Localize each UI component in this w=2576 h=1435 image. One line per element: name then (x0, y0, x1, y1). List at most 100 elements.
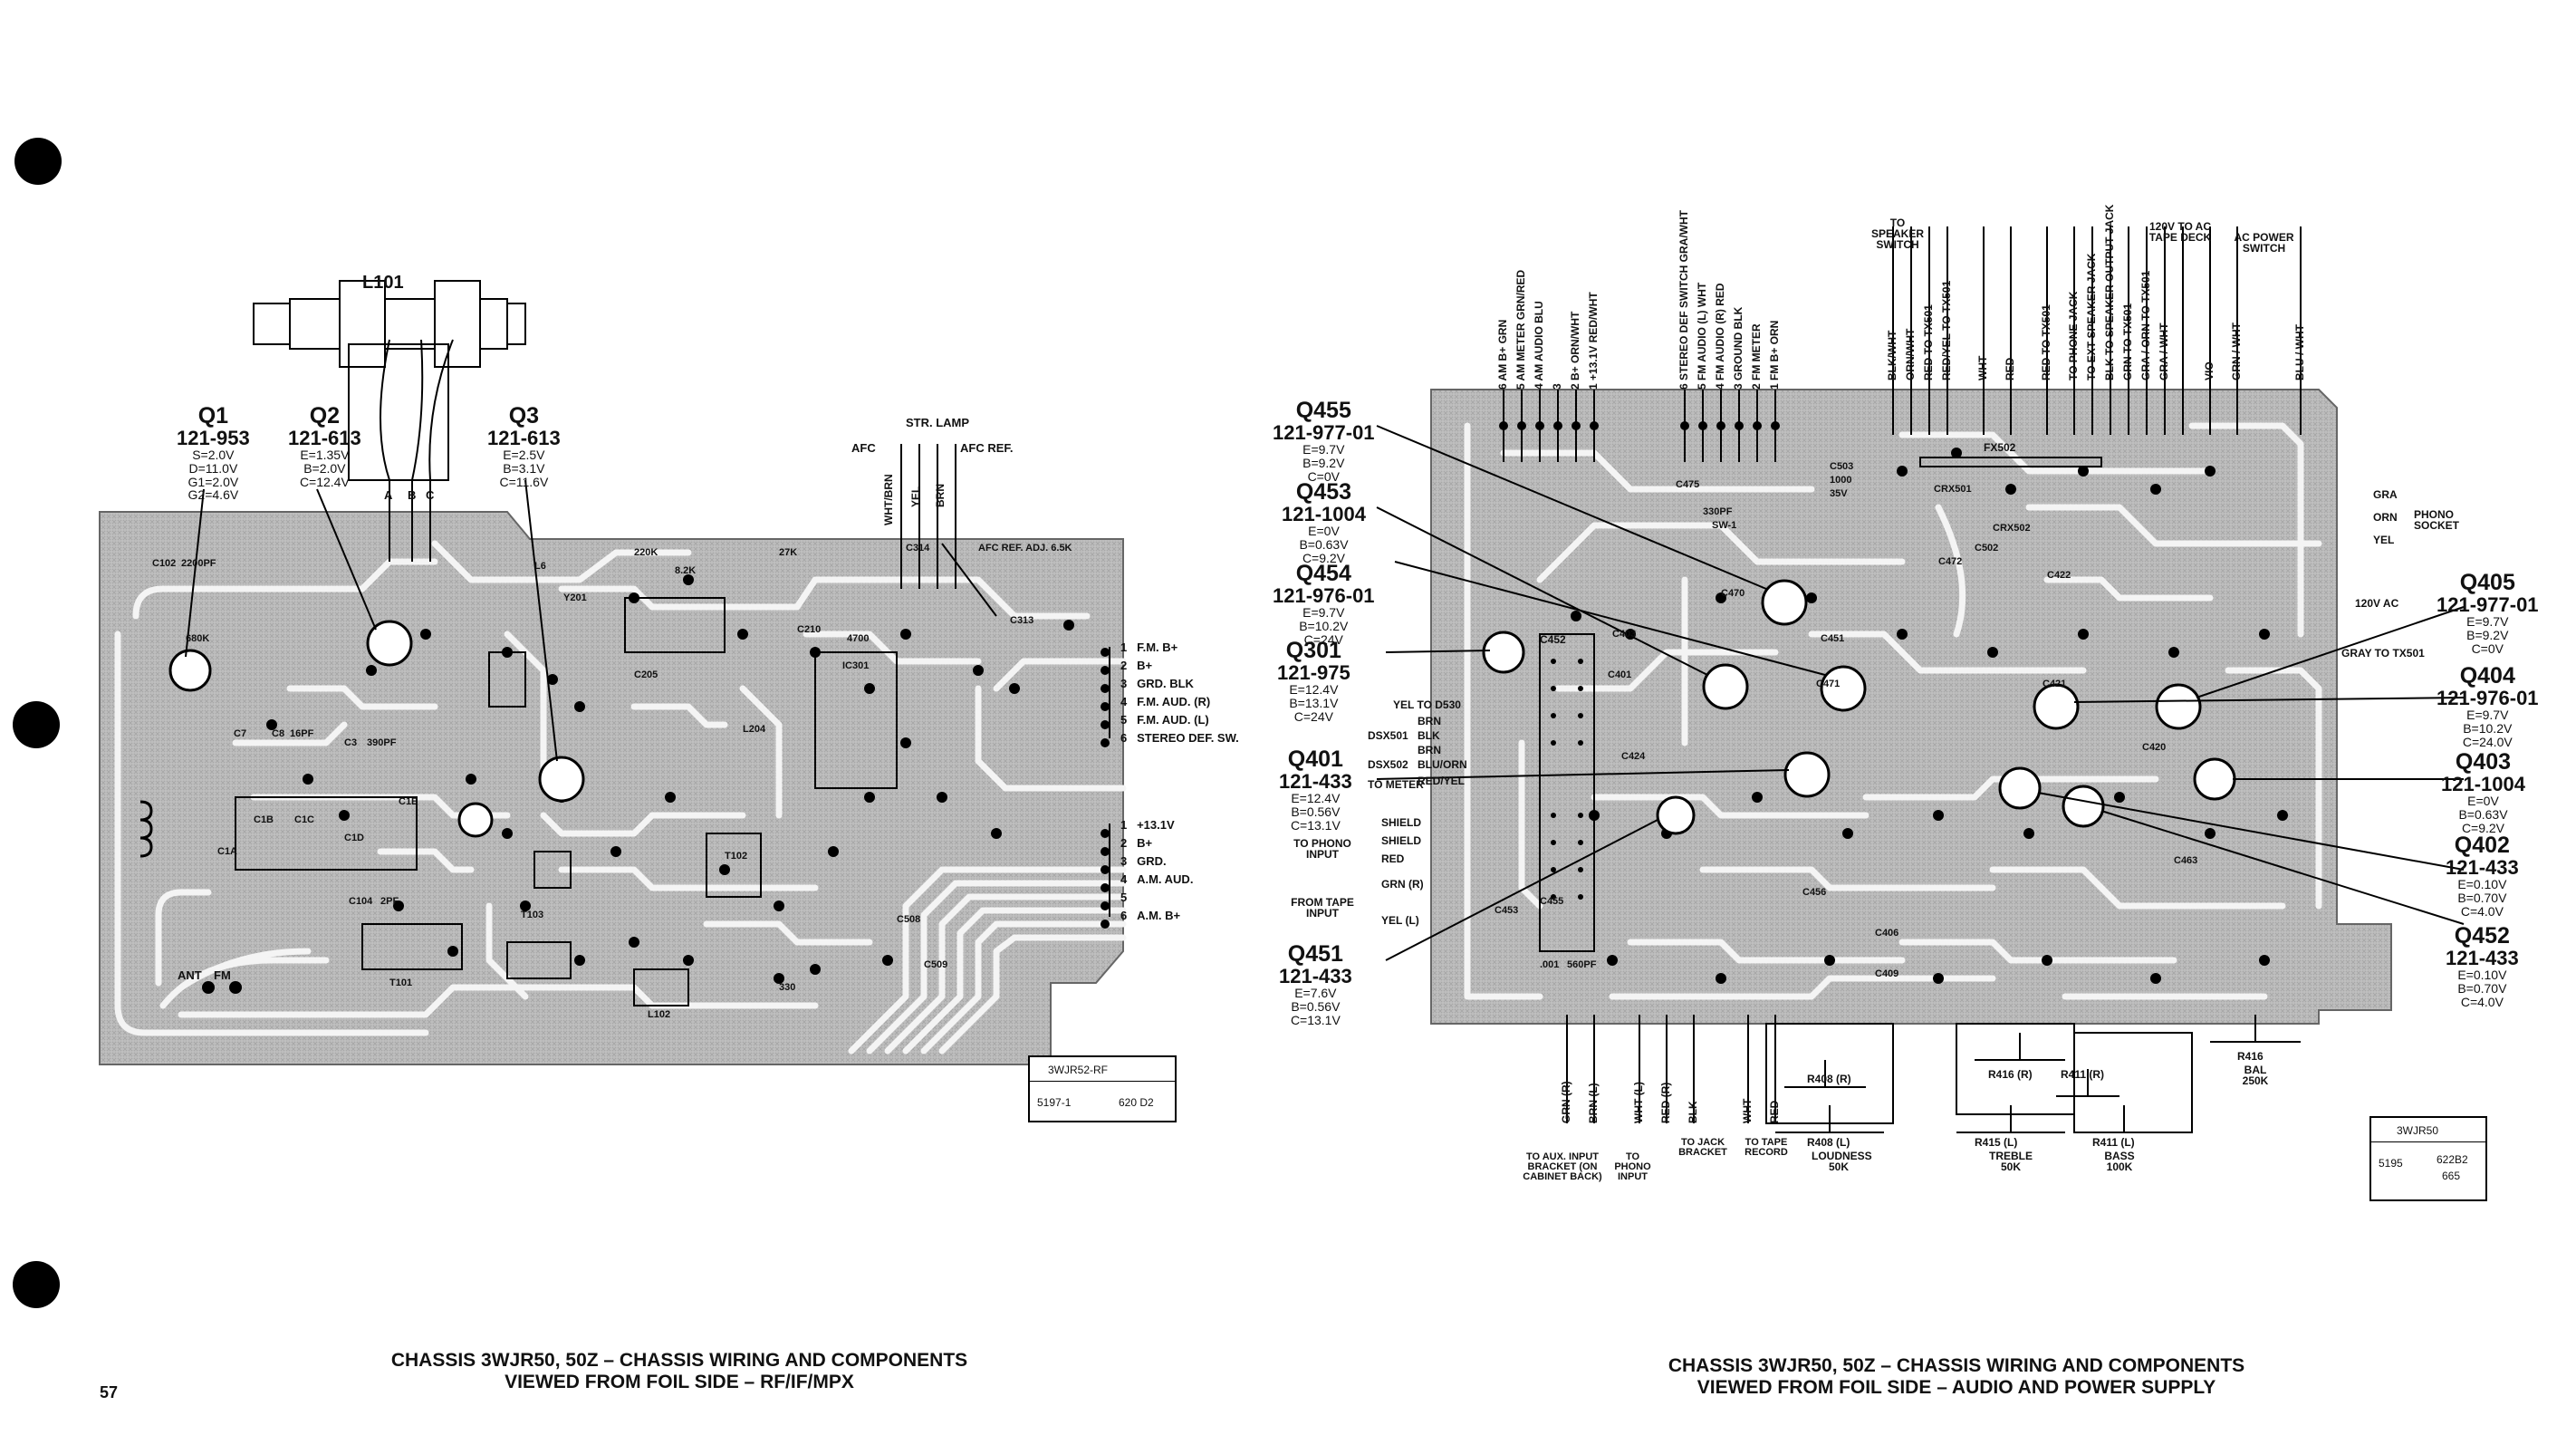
q402-name: Q402 (2454, 833, 2510, 858)
top-wire-label: BLU / WHT (2293, 324, 2306, 380)
top-wire-label: WHT (1976, 355, 1989, 380)
stamp-number: 665 (2442, 1170, 2461, 1182)
q454-voltage: C=24V (1303, 631, 1343, 647)
component-label: C406 (1875, 928, 1899, 939)
connector-1-pin: 2 B+ (1120, 659, 1153, 672)
wire-label: YEL (L) (1381, 914, 1419, 927)
component-label: C313 (1010, 615, 1034, 626)
wire-label: GRN (R) (1381, 878, 1424, 891)
component-label: C420 (2142, 742, 2167, 753)
top-wire-label: GRN / WHT (2230, 323, 2243, 380)
component-label: C502 (1975, 543, 1999, 554)
top-wire-label: 3 GROUND BLK (1732, 306, 1745, 390)
connector-2-pin: 3 GRD. (1120, 854, 1167, 868)
q452-part: 121-433 (2446, 947, 2519, 970)
top-wire-label: VIO (2203, 361, 2216, 380)
wire-label-orn: ORN (2373, 511, 2398, 524)
control-r411r: R411 (R) (2061, 1068, 2105, 1081)
component-label: .001 (1540, 959, 1560, 970)
transistor-label-q2: Q2 121-613 E=1.35V B=2.0V C=12.4V (288, 404, 361, 488)
right-caption-line2: VIEWED FROM FOIL SIDE – AUDIO AND POWER … (1697, 1377, 2216, 1399)
component-label: C508 (897, 914, 921, 925)
connector-2-pin: 6 A.M. B+ (1120, 909, 1181, 922)
q454-voltage: B=10.2V (1299, 619, 1349, 634)
top-wire-label: 5 AM METER GRN/RED (1514, 269, 1527, 390)
component-label: FX502 (1984, 441, 2016, 454)
q405-name: Q405 (2459, 570, 2515, 595)
top-wire-label: BLK/WHT (1886, 330, 1898, 380)
top-wire-label: GRA / ORN TO TX501 (2139, 270, 2152, 380)
phono-socket-label: PHONO SOCKET (2414, 508, 2460, 532)
component-label: C102 (152, 558, 177, 569)
connector-2-pin: 1 +13.1V (1120, 818, 1175, 832)
transistor-label-q404: Q404 121-976-01 E=9.7V B=10.2V C=24.0V (2437, 664, 2539, 748)
left-drawing-stamp: 3WJR52-RF 5197-1 620 D2 (1028, 1055, 1177, 1122)
component-label: 2PF (380, 896, 399, 907)
component-label: C421 (2043, 679, 2067, 689)
q301-voltage: C=24V (1293, 708, 1333, 724)
connector-2-pin: 2 B+ (1120, 836, 1153, 850)
top-wire-label: BLK TO SPEAKER OUTPUT JACK (2103, 204, 2116, 380)
top-wire-label: ORN/WHT (1904, 328, 1917, 380)
q453-part: 121-1004 (1282, 503, 1366, 526)
q405-voltage: B=9.2V (2466, 628, 2509, 643)
q452-voltage: E=0.10V (2457, 968, 2507, 983)
q3-voltage: E=2.5V (503, 448, 545, 463)
component-label: 16PF (290, 728, 314, 739)
component-label: C401 (1608, 669, 1632, 680)
component-label: C409 (1875, 968, 1899, 979)
top-wire-label: 4 FM AUDIO (R) RED (1714, 283, 1726, 390)
bottom-wire-label: RED (R) (1659, 1082, 1672, 1123)
q452-voltage: B=0.70V (2457, 981, 2507, 997)
transistor-label-q454: Q454 121-976-01 E=9.7V B=10.2V C=24V (1273, 562, 1375, 646)
component-label: 330 (779, 982, 796, 993)
component-label: C3 (344, 737, 358, 748)
coil-pin-c: C (426, 488, 435, 502)
top-wire-label: GRA / WHT (2158, 323, 2170, 380)
q451-name: Q451 (1287, 941, 1343, 967)
component-label: 8.2K (675, 565, 697, 576)
control-r408l: R408 (L) (1807, 1136, 1850, 1149)
component-label: C8 (272, 728, 285, 739)
right-pcb (1376, 226, 2465, 1133)
q301-voltage: E=12.4V (1289, 682, 1339, 698)
component-label: C475 (1676, 479, 1700, 490)
q2-part: 121-613 (288, 427, 361, 450)
wire-label-gra: GRA (2373, 488, 2398, 501)
q2-voltage: E=1.35V (300, 448, 350, 463)
wire-label-yel: YEL (2373, 534, 2395, 546)
component-label: C104 (349, 896, 373, 907)
top-wire-label: TO PHONE JACK (2067, 291, 2080, 380)
stamp-number: 622B2 (2437, 1153, 2468, 1166)
q402-voltage: E=0.10V (2457, 877, 2507, 892)
top-wire-label: 6 AM B+ GRN (1496, 319, 1509, 390)
connector-1-pin: 6 STEREO DEF. SW. (1120, 731, 1239, 745)
wire-label: BLU/ORN (1418, 758, 1467, 771)
q404-voltage: B=10.2V (2463, 721, 2513, 737)
q404-voltage: C=24.0V (2462, 734, 2513, 749)
wire-label: DSX502 (1368, 758, 1408, 771)
group-header-speaker-switch: TO SPEAKER SWITCH (1870, 217, 1924, 251)
q1-voltage: D=11.0V (188, 461, 238, 477)
right-drawing-stamp: 3WJR50 5195 622B2 665 (2369, 1116, 2487, 1201)
wire-label: RED/YEL (1418, 775, 1466, 787)
antenna-label: ANT (178, 968, 202, 982)
connector-1-pin: 3 GRD. BLK (1120, 677, 1194, 690)
q405-part: 121-977-01 (2437, 593, 2539, 617)
stamp-number: 620 D2 (1119, 1096, 1154, 1109)
component-label: T101 (389, 978, 413, 988)
component-label: C503 (1830, 461, 1854, 472)
bottom-wire-label: GRN (R) (1560, 1081, 1572, 1123)
coil-pin-a: A (384, 488, 393, 502)
component-label: C403 (1612, 629, 1637, 640)
component-label: 35V (1830, 488, 1848, 499)
bottom-wire-label: WHT (1741, 1098, 1754, 1123)
jack-bracket-label: TO JACK BRACKET (1678, 1137, 1727, 1158)
stamp-number: 5195 (2379, 1157, 2403, 1170)
q455-voltage: E=9.7V (1302, 442, 1345, 457)
component-label: C424 (1621, 751, 1646, 762)
q451-voltage: C=13.1V (1290, 1012, 1341, 1027)
q451-voltage: E=7.6V (1294, 986, 1337, 1001)
afc-adjust-label: AFC REF. ADJ. 6.5K (978, 543, 1072, 554)
binder-hole-top (14, 138, 62, 185)
